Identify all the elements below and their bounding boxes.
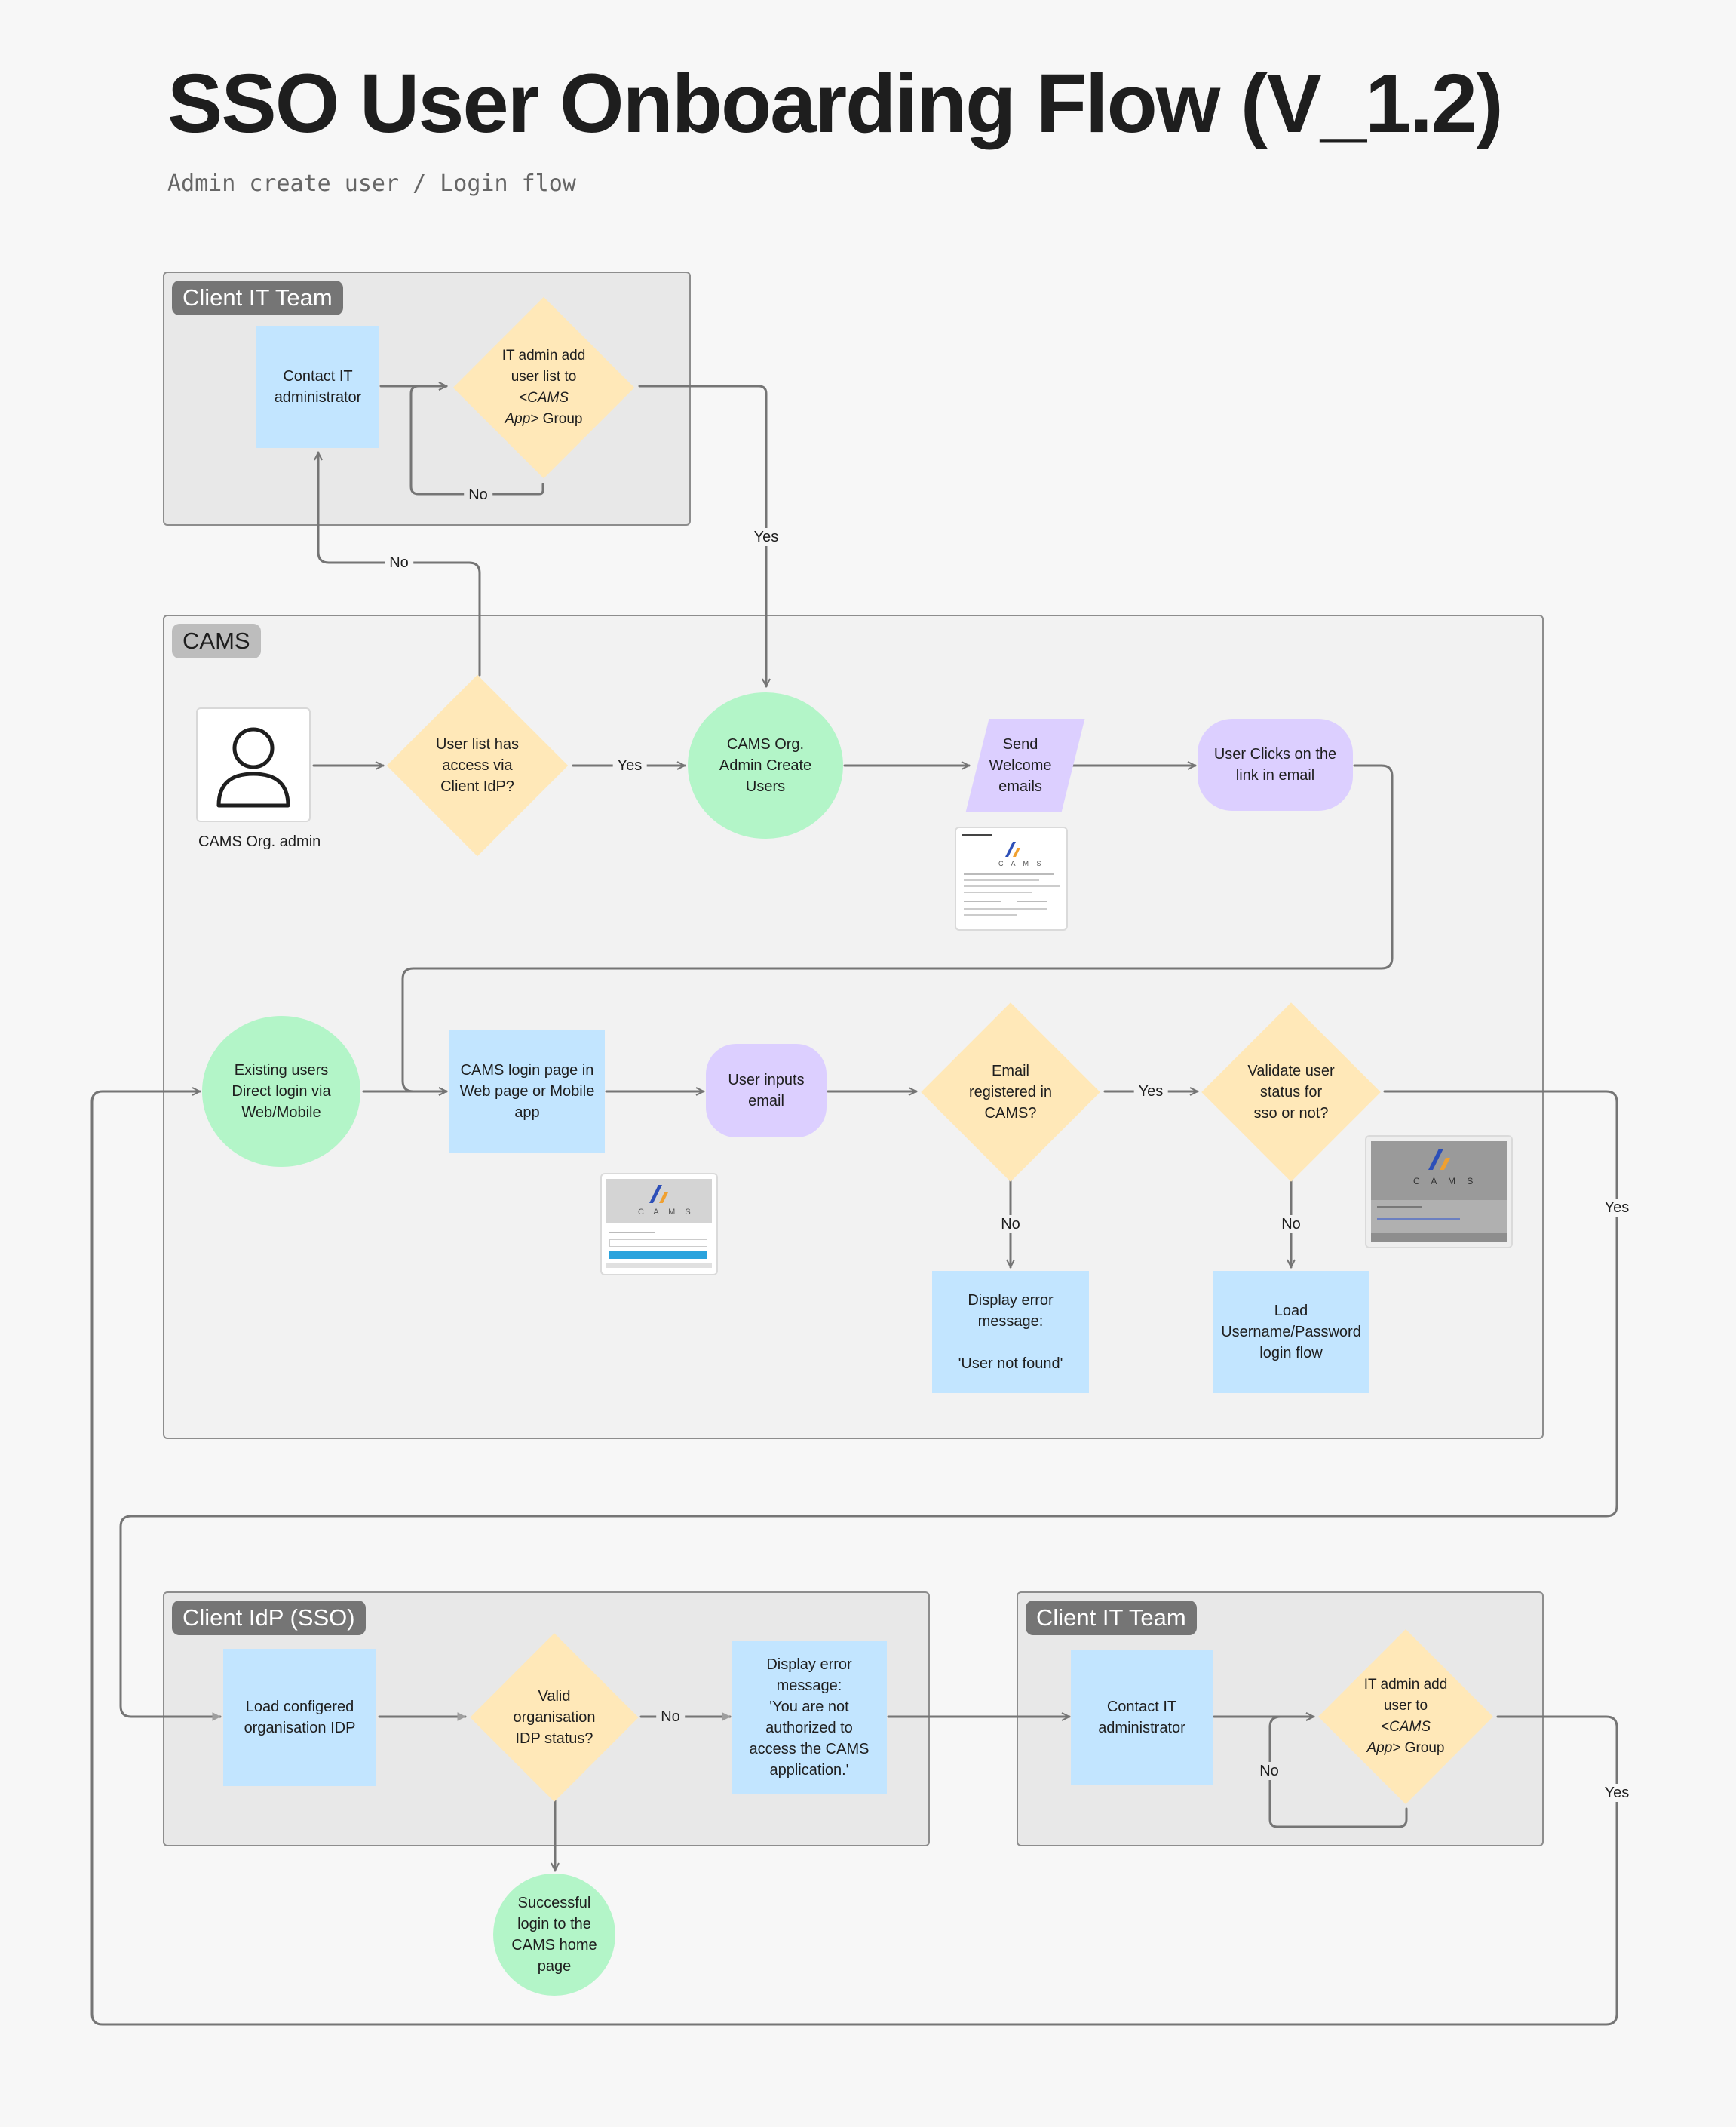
cams-logo-icon (1005, 842, 1020, 857)
edge-label-no-registered: No (996, 1215, 1025, 1233)
cams-login-page[interactable]: CAMS login page in Web page or Mobile ap… (449, 1030, 605, 1153)
edge-label-no-contact: No (385, 554, 413, 572)
cams-admin-avatar (196, 707, 311, 822)
edge-label-yes-access: Yes (612, 757, 647, 775)
user-clicks-link[interactable]: User Clicks on the link in email (1198, 719, 1353, 811)
edge-label-no-top: No (464, 486, 492, 504)
send-welcome-emails[interactable]: Send Welcome emails (989, 736, 1052, 795)
thumb-logo-text: C A M S (1413, 1176, 1478, 1186)
section-label: Client IT Team (172, 281, 343, 315)
successful-login[interactable]: Successful login to the CAMS home page (493, 1874, 615, 1996)
thumb-logo-text: C A M S (998, 860, 1044, 867)
section-label: CAMS (172, 624, 261, 658)
welcome-email-thumbnail: C A M S (955, 827, 1068, 931)
thumb-logo-text: C A M S (638, 1208, 695, 1217)
existing-users-direct-login[interactable]: Existing users Direct login via Web/Mobi… (202, 1016, 360, 1167)
sso-email-thumbnail: C A M S (1365, 1135, 1513, 1248)
contact-it-admin-bottom[interactable]: Contact IT administrator (1071, 1650, 1213, 1785)
load-username-password-flow[interactable]: Load Username/Password login flow (1213, 1271, 1369, 1393)
user-inputs-email[interactable]: User inputs email (706, 1044, 827, 1137)
valid-idp-decision[interactable]: Valid organisation IDP status? (468, 1633, 641, 1802)
user-list-access-decision[interactable]: User list has access via Client IdP? (383, 673, 572, 858)
cams-logo-icon (649, 1185, 668, 1203)
cams-admin-caption: CAMS Org. admin (198, 833, 321, 850)
it-admin-add-bottom-decision[interactable]: IT admin add user to <CAMS App> Group (1315, 1626, 1496, 1807)
email-registered-decision[interactable]: Email registered in CAMS? (919, 1002, 1103, 1182)
load-configured-idp[interactable]: Load configered organisation IDP (223, 1649, 376, 1786)
user-icon (216, 727, 290, 808)
edge-label-yes-bottom: Yes (1600, 1784, 1634, 1802)
edge-label-yes-create: Yes (749, 528, 784, 546)
login-page-thumbnail: C A M S (600, 1173, 718, 1275)
edge-label-yes-sso: Yes (1600, 1199, 1634, 1217)
edge-label-yes-registered: Yes (1133, 1082, 1168, 1100)
cams-logo-icon (1428, 1149, 1450, 1170)
section-label: Client IT Team (1026, 1601, 1197, 1635)
error-not-authorized[interactable]: Display error message: 'You are not auth… (732, 1641, 887, 1794)
validate-sso-decision[interactable]: Validate user status for sso or not? (1199, 1002, 1383, 1182)
edge-label-no-bottom: No (1255, 1762, 1284, 1780)
edge-label-no-sso: No (1277, 1215, 1305, 1233)
section-label: Client IdP (SSO) (172, 1601, 366, 1635)
cams-admin-create-users[interactable]: CAMS Org. Admin Create Users (688, 692, 843, 839)
contact-it-admin-top[interactable]: Contact IT administrator (256, 326, 379, 448)
page-title: SSO User Onboarding Flow (V_1.2) (167, 57, 1504, 150)
it-admin-add-top-decision[interactable]: IT admin add user list to <CAMS App> Gro… (449, 296, 638, 479)
edge-label-no-idp: No (656, 1708, 685, 1726)
page-subtitle: Admin create user / Login flow (167, 170, 576, 197)
error-user-not-found[interactable]: Display error message: 'User not found' (932, 1271, 1089, 1393)
